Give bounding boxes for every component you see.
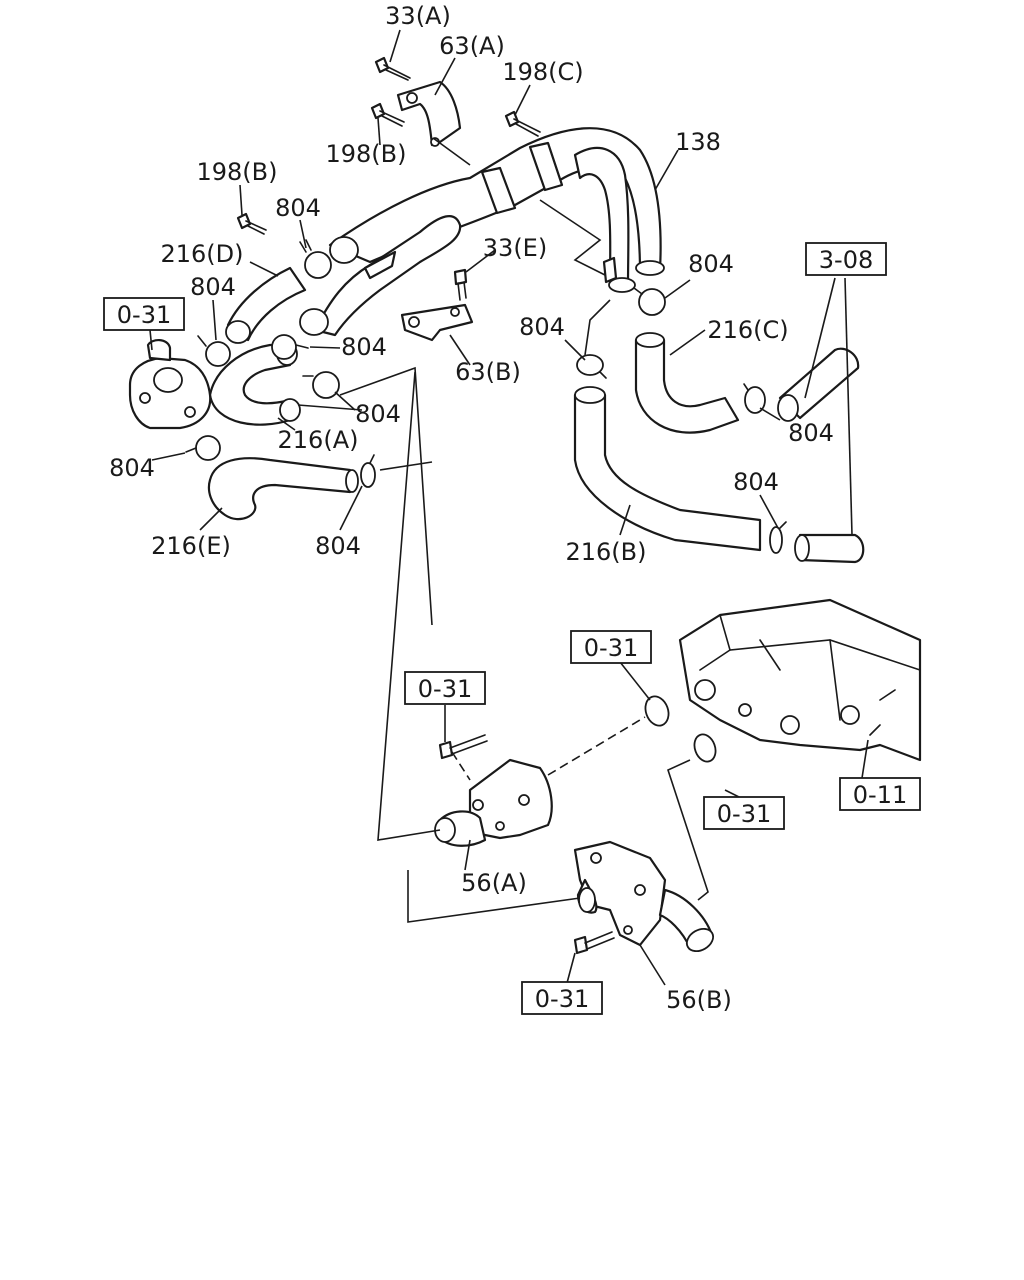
label-804-mid-left: 804: [341, 333, 387, 361]
thermostat-housing-left: [128, 339, 212, 430]
label-33e: 33(E): [483, 234, 547, 262]
label-804-bottom: 804: [315, 532, 361, 560]
label-804-center: 804: [519, 313, 565, 341]
label-216a: 216(A): [278, 426, 359, 454]
ref-box-0-31-mid: 0-31: [570, 630, 652, 664]
label-63a: 63(A): [439, 32, 505, 60]
part-labels: 33(A) 63(A) 198(C) 198(B) 138 198(B) 804…: [109, 2, 834, 1014]
ref-box-0-31-ring: 0-31: [703, 796, 785, 830]
bolt-bottom: [573, 931, 615, 955]
label-804-top: 804: [275, 194, 321, 222]
bolt-198c: [504, 110, 541, 137]
bolt-33a: [374, 56, 411, 81]
bolt-0-31: [438, 734, 488, 760]
ref-box-0-31-bolt: 0-31: [404, 671, 486, 705]
label-198b-top: 198(B): [326, 140, 407, 168]
hose-216b: [573, 386, 762, 552]
label-56a: 56(A): [461, 869, 527, 897]
hose-216d: [225, 266, 307, 344]
label-804-left-upper: 804: [190, 273, 236, 301]
label-198b-left: 198(B): [197, 158, 278, 186]
ref-3-08: 3-08: [819, 246, 873, 274]
bracket-63b: [400, 303, 474, 342]
ref-0-31-bottom: 0-31: [535, 985, 589, 1013]
ref-0-31-ring: 0-31: [717, 800, 771, 828]
ref-0-31-bolt: 0-31: [418, 675, 472, 703]
label-804-left-lower: 804: [109, 454, 155, 482]
hose-216c: [634, 332, 740, 434]
bolt-198b-left: [236, 212, 267, 235]
leader-lines: [149, 29, 869, 986]
ref-box-3-08: 3-08: [805, 242, 887, 276]
label-216b: 216(B): [566, 538, 647, 566]
label-138: 138: [675, 128, 721, 156]
label-56b: 56(B): [666, 986, 732, 1014]
dashed-leaders: [451, 716, 646, 781]
thermostat-housing-56a: [434, 758, 553, 847]
hose-216e: [207, 457, 359, 521]
label-804-right-lower: 804: [733, 468, 779, 496]
label-804-right-mid: 804: [788, 419, 834, 447]
ref-0-11: 0-11: [853, 781, 907, 809]
label-216c: 216(C): [707, 316, 788, 344]
ref-0-31-left: 0-31: [117, 301, 171, 329]
label-804-lower-mid: 804: [355, 400, 401, 428]
bracket-63a: [396, 80, 462, 147]
ref-box-0-11: 0-11: [839, 777, 921, 811]
water-pipe-138: [299, 127, 665, 337]
pipe-3-08: [777, 347, 865, 564]
ref-0-31-mid: 0-31: [584, 634, 638, 662]
label-804-right-top: 804: [688, 250, 734, 278]
ref-box-0-31-bottom: 0-31: [521, 981, 603, 1015]
o-rings: [644, 695, 717, 763]
label-33a: 33(A): [385, 2, 451, 30]
label-198c: 198(C): [502, 58, 583, 86]
bolt-33e: [453, 268, 468, 301]
engine-block: [678, 598, 922, 762]
label-63b: 63(B): [455, 358, 521, 386]
label-216d: 216(D): [160, 240, 243, 268]
bolt-198b-top: [370, 102, 405, 127]
ref-box-0-31-left: 0-31: [103, 297, 185, 331]
label-216e: 216(E): [151, 532, 231, 560]
hose-clamps-804: [185, 239, 787, 554]
